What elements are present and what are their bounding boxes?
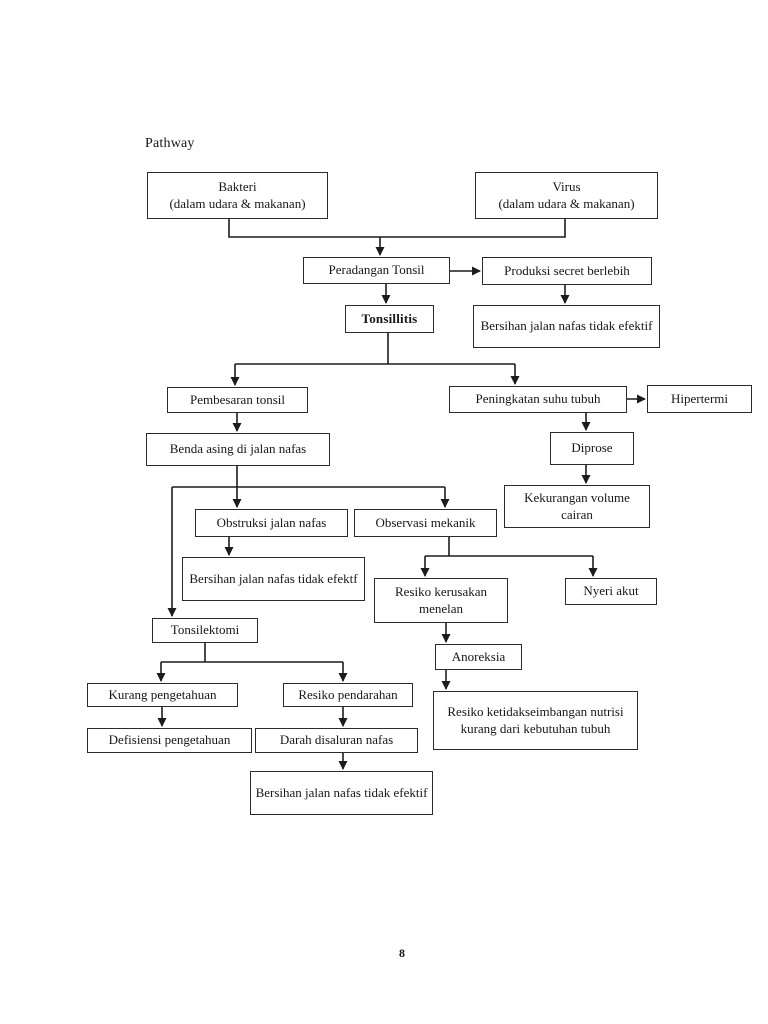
flow-node-produksi-secret: Produksi secret berlebih (482, 257, 652, 285)
flow-node-bersihan-jalan-nafas-3: Bersihan jalan nafas tidak efektif (250, 771, 433, 815)
page-number: 8 (399, 946, 405, 960)
flow-node-defisiensi-pengetahuan: Defisiensi pengetahuan (87, 728, 252, 753)
flow-node-peradangan-tonsil: Peradangan Tonsil (303, 257, 450, 284)
flow-node-bakteri: Bakteri (dalam udara & makanan) (147, 172, 328, 219)
flow-node-anoreksia: Anoreksia (435, 644, 522, 670)
flow-node-tonsillitis: Tonsillitis (345, 305, 434, 333)
flow-edge-bakteri-virus-to-junction (228, 219, 566, 238)
flow-node-peningkatan-suhu: Peningkatan suhu tubuh (449, 386, 627, 413)
flow-node-observasi-mekanik: Observasi mekanik (354, 509, 497, 537)
flow-node-bersihan-jalan-nafas-1: Bersihan jalan nafas tidak efektif (473, 305, 660, 348)
flow-node-resiko-nutrisi: Resiko ketidakseimbangan nutrisi kurang … (433, 691, 638, 750)
flow-node-hipertermi: Hipertermi (647, 385, 752, 413)
flow-node-pembesaran-tonsil: Pembesaran tonsil (167, 387, 308, 413)
flow-node-resiko-kerusakan-menelan: Resiko kerusakan menelan (374, 578, 508, 623)
flow-node-benda-asing: Benda asing di jalan nafas (146, 433, 330, 466)
flow-node-nyeri-akut: Nyeri akut (565, 578, 657, 605)
flow-node-resiko-pendarahan: Resiko pendarahan (283, 683, 413, 707)
flow-node-bersihan-jalan-nafas-2: Bersihan jalan nafas tidak efektf (182, 557, 365, 601)
flow-node-kekurangan-volume: Kekurangan volume cairan (504, 485, 650, 528)
flow-node-virus: Virus (dalam udara & makanan) (475, 172, 658, 219)
flow-node-darah-disaluran: Darah disaluran nafas (255, 728, 418, 753)
flow-node-kurang-pengetahuan: Kurang pengetahuan (87, 683, 238, 707)
flow-node-obstruksi: Obstruksi jalan nafas (195, 509, 348, 537)
flow-node-diprose: Diprose (550, 432, 634, 465)
page-title: Pathway (145, 136, 195, 151)
flow-node-tonsilektomi: Tonsilektomi (152, 618, 258, 643)
